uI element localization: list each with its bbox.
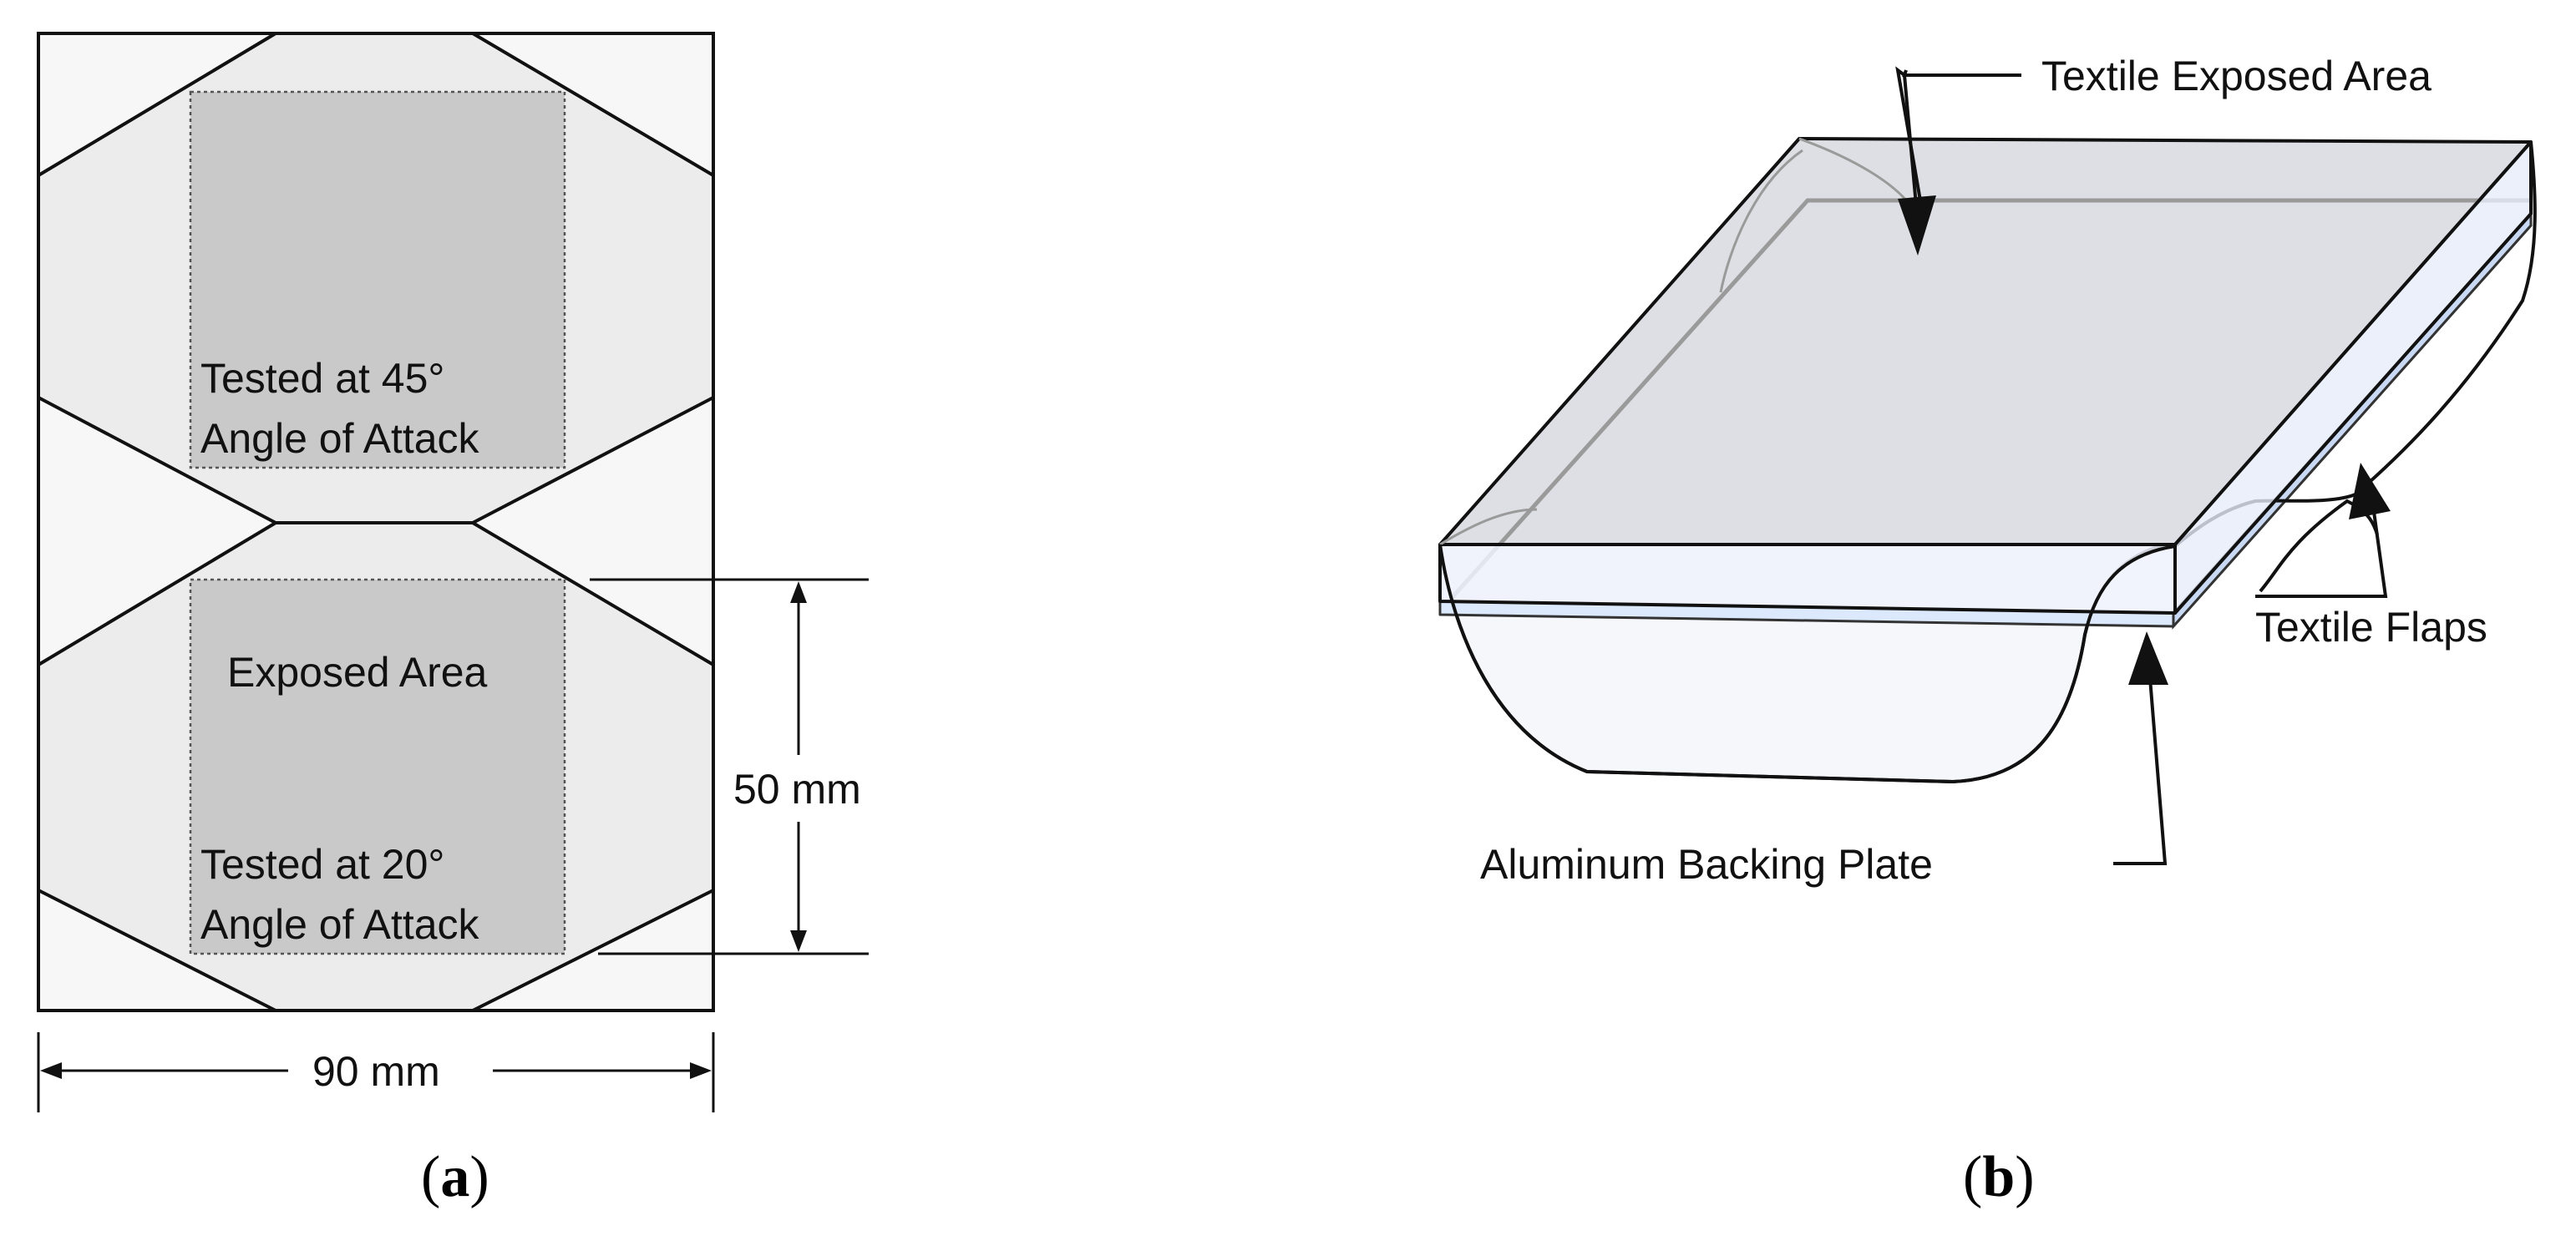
- lower-region-label-line2: Angle of Attack: [200, 901, 480, 948]
- textile-front-face: [1438, 543, 2177, 615]
- upper-exposed-area: [189, 90, 566, 469]
- caption-b: (b): [1963, 1145, 2035, 1209]
- panel-a: Tested at 45° Angle of Attack Exposed Ar…: [37, 32, 885, 1209]
- width-dimension: [37, 1032, 715, 1112]
- backing-plate-label: Aluminum Backing Plate: [1480, 841, 1933, 888]
- height-dimension-label: 50 mm: [733, 766, 861, 813]
- caption-a: (a): [421, 1145, 489, 1209]
- backing-plate-leader: [2113, 631, 2168, 865]
- lower-exposed-area: [189, 578, 566, 955]
- textile-flaps-label: Textile Flaps: [2255, 604, 2487, 651]
- textile-right-face: [2173, 140, 2533, 615]
- textile-exposed-area-label: Textile Exposed Area: [2041, 53, 2431, 99]
- lower-region-label-line1: Tested at 20°: [200, 841, 444, 888]
- exposed-area-label: Exposed Area: [227, 649, 488, 696]
- upper-region-label-line2: Angle of Attack: [200, 415, 480, 462]
- textile-flaps-leader: [2255, 463, 2391, 598]
- textile-front-flap-edge: [1438, 544, 2176, 783]
- width-dimension-label: 90 mm: [312, 1048, 440, 1095]
- plate-outline-through: [1450, 198, 2531, 600]
- fold-curve-front: [1439, 508, 1538, 546]
- panel-b: Textile Exposed Area Textile Flaps Alumi…: [1438, 53, 2537, 1209]
- fold-curve-left: [1719, 149, 1803, 293]
- textile-exposed-area-leader: [1895, 66, 2021, 256]
- upper-region-label-line1: Tested at 45°: [200, 355, 444, 402]
